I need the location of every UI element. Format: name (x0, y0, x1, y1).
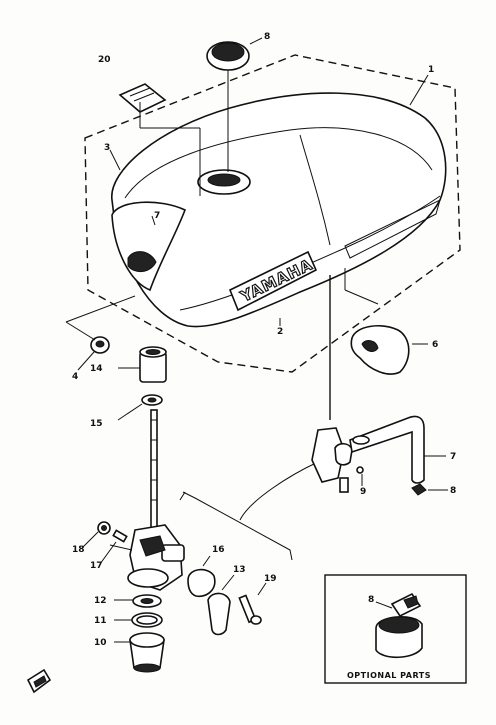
mounting-collar (118, 346, 167, 383)
callout-2: 2 (277, 327, 283, 337)
rear-damper (344, 268, 428, 375)
callout-18: 18 (72, 545, 85, 555)
callout-16: 16 (212, 545, 225, 555)
leader-7a (151, 215, 156, 226)
callout-19: 19 (264, 574, 277, 584)
callout-8-optional: 8 (368, 595, 374, 605)
pickup-tube (150, 409, 158, 531)
callout-6: 6 (432, 340, 438, 350)
callout-12: 12 (94, 596, 107, 606)
optional-parts-label: OPTIONAL PARTS (347, 671, 431, 680)
callout-8-clip: 8 (450, 486, 456, 496)
callout-14: 14 (90, 364, 103, 374)
callout-13: 13 (233, 565, 246, 575)
tank-cap (206, 37, 263, 172)
o-ring (114, 612, 163, 628)
callout-4: 4 (72, 372, 78, 382)
callout-8-cap: 8 (264, 32, 270, 42)
lever-screw (238, 582, 267, 625)
callout-3: 3 (104, 143, 110, 153)
leader-1 (409, 74, 429, 106)
filter-cup (114, 632, 165, 673)
callout-10: 10 (94, 638, 107, 648)
guide-lines (179, 461, 319, 561)
assembly-boundary (84, 54, 461, 373)
grommet (65, 295, 136, 371)
callout-7-line: 7 (450, 452, 456, 462)
cock-lever (187, 555, 216, 598)
fuel-cock (109, 524, 185, 591)
callout-20: 20 (98, 55, 111, 65)
screw (81, 521, 128, 565)
lever-arm (207, 574, 235, 636)
washer (117, 394, 163, 421)
callout-11: 11 (94, 616, 107, 626)
callout-17: 17 (90, 561, 103, 571)
callout-9: 9 (360, 487, 366, 497)
leader-3 (109, 149, 121, 171)
gasket (114, 594, 162, 608)
callout-15: 15 (90, 419, 103, 429)
callout-1: 1 (428, 65, 434, 75)
fuel-line-assembly (311, 275, 448, 496)
optional-parts-box: OPTIONAL PARTS (324, 574, 467, 684)
caution-label (118, 83, 201, 196)
page-marker (26, 668, 52, 694)
callout-7-tank: 7 (154, 211, 160, 221)
